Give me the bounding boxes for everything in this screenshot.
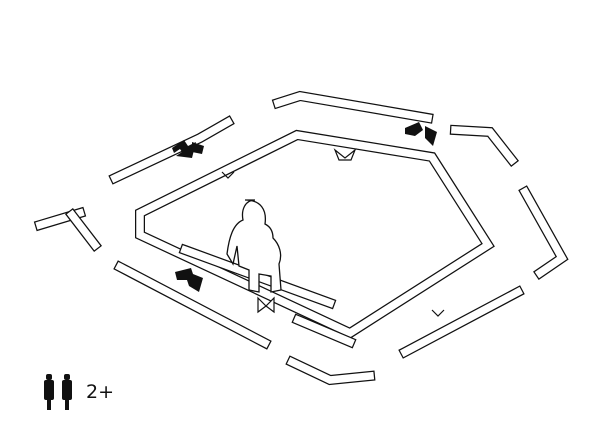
people-count: 2+ (86, 381, 115, 403)
connector-clip (333, 148, 357, 161)
person-icon (44, 374, 72, 410)
people-required-legend: 2+ (42, 374, 114, 410)
rotate-arrow-icon (172, 122, 437, 292)
connector-clip (257, 296, 275, 314)
assembled-frame (135, 129, 495, 339)
person-figure (226, 199, 282, 293)
loose-pieces (33, 90, 569, 386)
